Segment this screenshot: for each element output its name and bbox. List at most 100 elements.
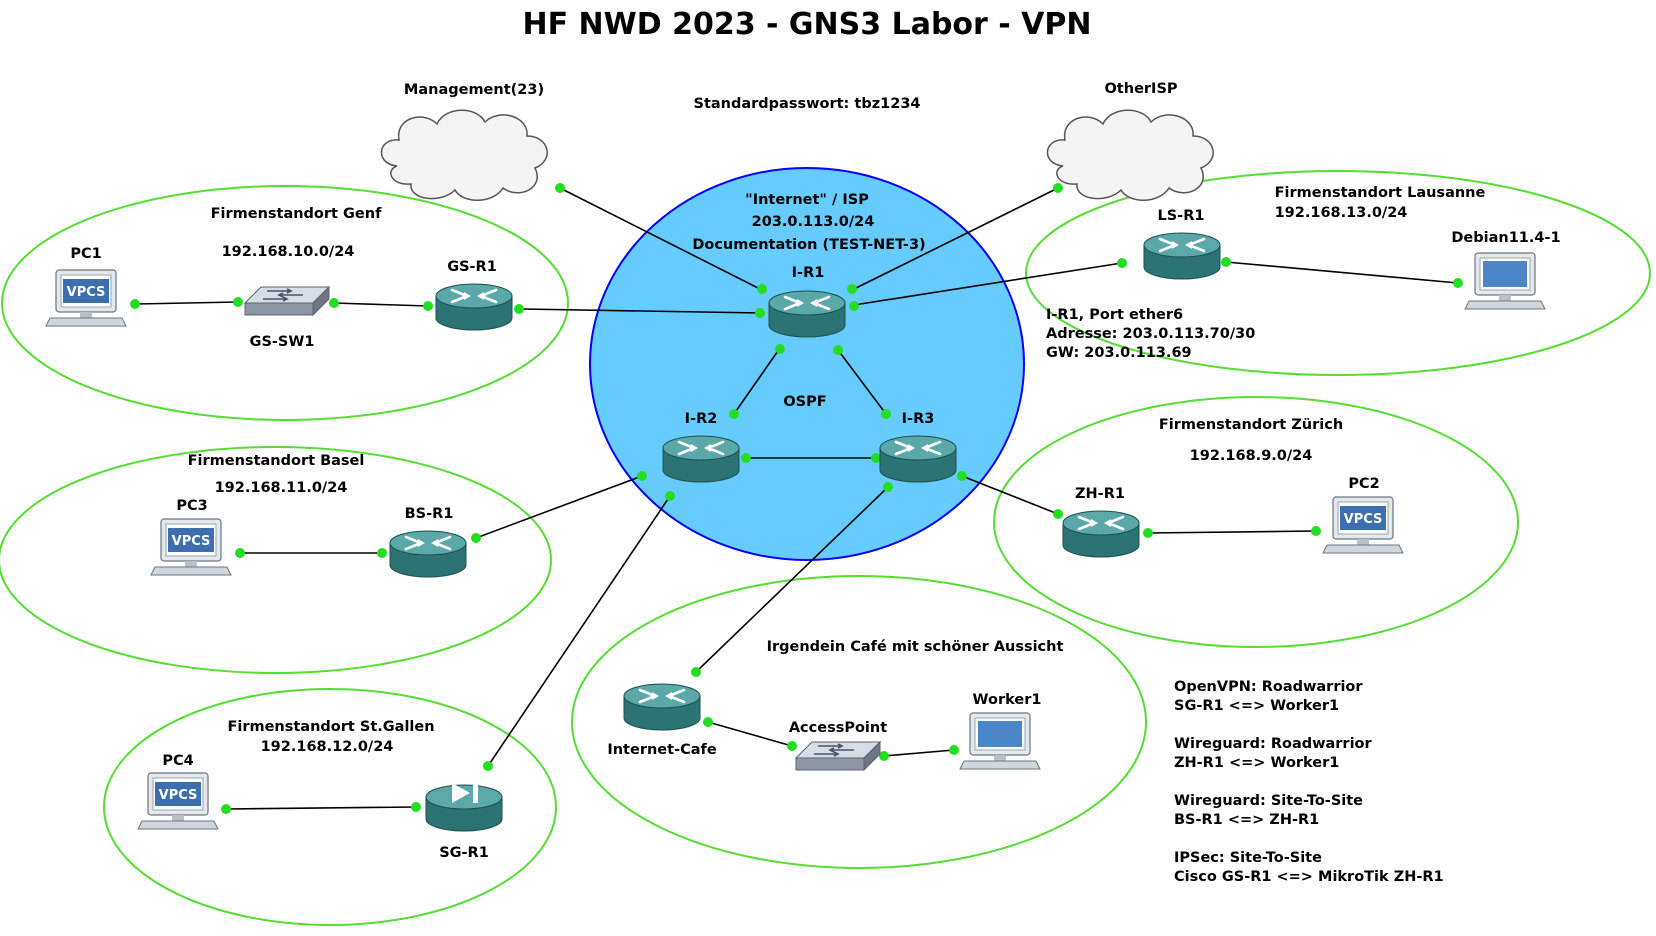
vpcs-badge (168, 528, 214, 552)
router-sg-r1[interactable] (425, 783, 503, 832)
router-internet-cafe[interactable] (622, 682, 702, 732)
other-isp-cloud[interactable] (1046, 109, 1214, 202)
bs-r1-label: BS-R1 (405, 506, 454, 522)
vpcs-badge (1340, 506, 1386, 530)
site-stgallen-name: Firmenstandort St.Gallen (227, 719, 434, 735)
link-cafe-ap (707, 721, 793, 747)
link-ir3-zhr1 (961, 475, 1059, 515)
site-basel-subnet: 192.168.11.0/24 (215, 480, 348, 496)
zone-zuerich (993, 396, 1519, 648)
internet-cafe-label: Internet-Cafe (607, 742, 716, 758)
vpcs-badge (63, 279, 109, 303)
management-cloud[interactable] (380, 109, 548, 202)
pc-debian[interactable] (1464, 252, 1546, 310)
router-i-r1[interactable] (767, 289, 847, 339)
pc-pc2[interactable]: VPCS (1322, 496, 1404, 554)
vpn-note-3-line1: Wireguard: Site-To-Site (1174, 793, 1363, 809)
site-zuerich-name: Firmenstandort Zürich (1159, 417, 1343, 433)
diagram-title: HF NWD 2023 - GNS3 Labor - VPN (523, 7, 1092, 42)
vpn-note-1-line2: SG-R1 <=> Worker1 (1174, 698, 1339, 714)
play-icon (452, 783, 470, 803)
zone-ellipses (0, 170, 1651, 926)
screen-display (1483, 261, 1527, 287)
screen-display (978, 721, 1022, 747)
link-mgmt-ir1 (559, 187, 763, 291)
link-ir3-cafe (695, 486, 889, 673)
site-cafe-name: Irgendein Café mit schöner Aussicht (767, 639, 1064, 655)
link-ap-worker1 (883, 749, 955, 757)
switch-access-point[interactable] (795, 741, 881, 771)
ir1-port-line3: GW: 203.0.113.69 (1046, 345, 1192, 361)
site-basel-name: Firmenstandort Basel (188, 453, 365, 469)
site-genf-name: Firmenstandort Genf (211, 206, 382, 222)
isp-label-line1: "Internet" / ISP (745, 192, 869, 208)
link-zhr1-pc2 (1147, 530, 1317, 534)
ls-r1-label: LS-R1 (1158, 208, 1205, 224)
isp-label-line3: Documentation (TEST-NET-3) (692, 237, 925, 253)
site-lausanne-subnet: 192.168.13.0/24 (1275, 205, 1408, 221)
password-note: Standardpasswort: tbz1234 (694, 96, 921, 112)
vpcs-badge (155, 782, 201, 806)
ir1-port-line2: Adresse: 203.0.113.70/30 (1046, 326, 1255, 342)
i-r2-label: I-R2 (685, 411, 718, 427)
link-gsr1-ir1 (521, 308, 763, 314)
router-zh-r1[interactable] (1061, 509, 1141, 559)
zone-lausanne (1025, 170, 1651, 376)
gs-r1-label: GS-R1 (447, 259, 497, 275)
pc-pc4[interactable]: VPCS (137, 772, 219, 830)
sg-r1-label: SG-R1 (439, 845, 489, 861)
router-gs-r1[interactable] (434, 282, 514, 332)
router-i-r2[interactable] (661, 434, 741, 484)
router-ls-r1[interactable] (1142, 231, 1222, 281)
site-stgallen-subnet: 192.168.12.0/24 (261, 739, 394, 755)
switch-gs-sw1[interactable] (244, 286, 330, 316)
zone-genf (1, 185, 569, 421)
isp-label-line2: 203.0.113.0/24 (752, 214, 875, 230)
link-ir2-sgr1 (487, 495, 671, 767)
link-ir1-lsr1 (853, 262, 1123, 306)
pc-worker1[interactable] (959, 712, 1041, 770)
vpn-note-4-line1: IPSec: Site-To-Site (1174, 850, 1322, 866)
link-ir1-ir2 (733, 347, 781, 415)
vpn-note-1-line1: OpenVPN: Roadwarrior (1174, 679, 1363, 695)
pc1-label: PC1 (70, 246, 101, 262)
svg-text:VPCS: VPCS (67, 285, 106, 300)
site-genf-subnet: 192.168.10.0/24 (222, 244, 355, 260)
links (135, 187, 1459, 810)
pc-pc1[interactable]: VPCS (45, 269, 127, 327)
access-point-label: AccessPoint (789, 720, 887, 736)
link-bsr1-ir2 (475, 475, 643, 539)
vpn-note-2-line2: ZH-R1 <=> Worker1 (1174, 755, 1339, 771)
zone-basel (0, 446, 552, 674)
svg-text:VPCS: VPCS (159, 788, 198, 803)
link-pc4-sgr1 (225, 806, 417, 810)
link-lsr1-debian (1225, 261, 1459, 284)
pc-pc3[interactable]: VPCS (150, 518, 232, 576)
pc2-label: PC2 (1348, 476, 1379, 492)
management-cloud-label: Management(23) (404, 82, 544, 98)
site-lausanne-name: Firmenstandort Lausanne (1275, 185, 1486, 201)
i-r3-label: I-R3 (902, 411, 935, 427)
pc4-label: PC4 (162, 753, 193, 769)
text-labels: Management(23) OtherISP Standardpasswort… (70, 81, 1560, 885)
gs-sw1-label: GS-SW1 (250, 334, 315, 350)
link-otherisp-ir1 (851, 187, 1059, 291)
vpn-note-4-line2: Cisco GS-R1 <=> MikroTik ZH-R1 (1174, 869, 1444, 885)
i-r1-label: I-R1 (792, 265, 825, 281)
svg-text:VPCS: VPCS (172, 534, 211, 549)
worker1-label: Worker1 (973, 692, 1042, 708)
pc3-label: PC3 (176, 498, 207, 514)
ospf-label: OSPF (783, 394, 826, 410)
other-isp-cloud-label: OtherISP (1104, 81, 1177, 97)
link-ir1-ir3 (837, 349, 887, 415)
zone-stgallen (103, 688, 557, 926)
site-zuerich-subnet: 192.168.9.0/24 (1190, 448, 1313, 464)
router-bs-r1[interactable] (388, 529, 468, 579)
router-i-r3[interactable] (878, 434, 958, 484)
link-pc1-gssw1 (135, 301, 239, 305)
debian-label: Debian11.4-1 (1451, 230, 1560, 246)
link-dots (130, 183, 1463, 814)
link-gssw1-gsr1 (333, 302, 429, 307)
ir1-port-line1: I-R1, Port ether6 (1046, 307, 1183, 323)
